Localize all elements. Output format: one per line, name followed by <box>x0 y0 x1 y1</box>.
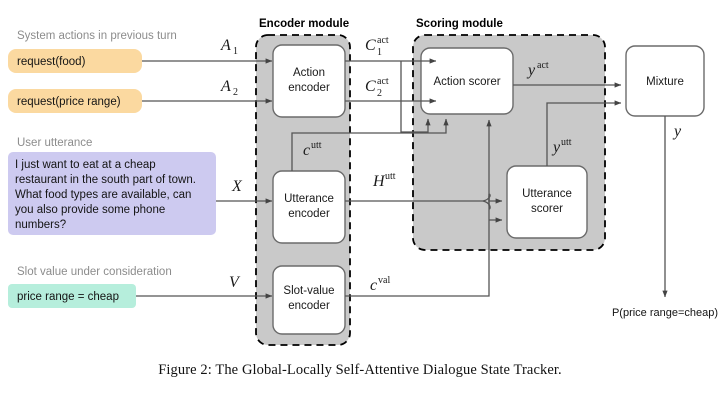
user-utterance-line-4: you also provide some phone <box>15 204 165 216</box>
edge-y-utt <box>546 100 622 166</box>
user-utterance-line-2: restaurant in the south part of town. <box>15 174 196 186</box>
utterance-encoder-label-line2: encoder <box>288 208 330 220</box>
edge-label-c1-act: C 1 act <box>365 35 389 58</box>
edge-label-c-utt-base: c <box>303 142 310 159</box>
edge-label-v: V <box>229 274 241 291</box>
utterance-scorer-label-line2: scorer <box>531 203 563 215</box>
system-action-chip-2 <box>8 89 142 113</box>
slot-value-chip-text: price range = cheap <box>17 291 119 303</box>
edge-label-c2-act: C 2 act <box>365 76 389 99</box>
output-probability-label: P(price range=cheap) <box>612 307 718 319</box>
edge-label-y-utt: y utt <box>551 137 572 156</box>
action-scorer-block <box>420 47 514 115</box>
edge-label-a1-base: A <box>220 37 231 54</box>
edge-label-c2-sup: act <box>377 76 389 87</box>
edge-label-a1: A 1 <box>220 37 238 57</box>
edge-label-y-act: y act <box>526 60 549 79</box>
system-action-chip-1-text: request(food) <box>17 56 86 68</box>
figure-caption: Figure 2: The Global-Locally Self-Attent… <box>158 362 562 378</box>
mixture-label: Mixture <box>646 76 684 88</box>
edge-label-a2-base: A <box>220 78 231 95</box>
action-encoder-label-line1: Action <box>293 67 325 79</box>
edge-label-y-act-base: y <box>526 62 536 79</box>
edge-label-c-val-base: c <box>370 277 377 294</box>
utterance-scorer-label-line1: Utterance <box>522 188 572 200</box>
user-utterance-line-3: What food types are available, can <box>15 189 191 201</box>
edge-label-a2-sub: 2 <box>233 87 238 98</box>
edge-label-x: X <box>231 178 243 195</box>
edge-c-val-riser <box>345 196 490 297</box>
edge-label-a2: A 2 <box>220 78 238 98</box>
edge-label-y-act-sup: act <box>537 60 549 71</box>
edge-label-y-final: y <box>672 123 682 140</box>
edge-label-c1-sup: act <box>377 35 389 46</box>
edge-label-h-utt: H utt <box>372 171 396 190</box>
action-scorer-label: Action scorer <box>433 76 500 88</box>
edge-label-h-utt-base: H <box>372 173 386 190</box>
slot-value-encoder-block <box>272 265 346 335</box>
edge-label-h-utt-sup: utt <box>385 171 396 182</box>
scoring-module-label: Scoring module <box>416 18 503 30</box>
slot-value-encoder-label-line2: encoder <box>288 300 330 312</box>
edge-label-c-val: c val <box>370 275 390 294</box>
edge-label-c-utt: c utt <box>303 140 322 159</box>
utterance-encoder-label-line1: Utterance <box>284 193 334 205</box>
edge-label-c2-base: C <box>365 78 376 95</box>
system-actions-heading: System actions in previous turn <box>17 30 177 42</box>
edge-label-c-val-sup: val <box>378 275 390 286</box>
edge-label-a1-sub: 1 <box>233 46 238 57</box>
edge-label-c1-base: C <box>365 37 376 54</box>
edge-label-c-utt-sup: utt <box>311 140 322 151</box>
edge-c-utt <box>291 118 449 171</box>
slot-value-chip <box>8 284 136 308</box>
action-encoder-label-line2: encoder <box>288 82 330 94</box>
edge-label-y-utt-base: y <box>551 139 561 156</box>
edge-label-c1-sub: 1 <box>377 47 382 58</box>
slot-value-encoder-label-line1: Slot-value <box>283 285 334 297</box>
edge-label-c2-sub: 2 <box>377 88 382 99</box>
action-encoder-block <box>272 44 346 118</box>
system-action-chip-2-text: request(price range) <box>17 96 121 108</box>
edge-label-y-utt-sup: utt <box>561 137 572 148</box>
user-utterance-line-5: numbers? <box>15 219 66 231</box>
slot-value-heading: Slot value under consideration <box>17 266 172 278</box>
system-action-chip-1 <box>8 49 142 73</box>
encoder-module-label: Encoder module <box>259 18 349 30</box>
edge-c-act-feedback <box>400 61 431 133</box>
utterance-scorer-block <box>506 165 588 239</box>
user-utterance-box <box>8 152 216 235</box>
user-utterance-line-1: I just want to eat at a cheap <box>15 159 156 171</box>
utterance-encoder-block <box>272 170 346 244</box>
user-utterance-heading: User utterance <box>17 137 92 149</box>
